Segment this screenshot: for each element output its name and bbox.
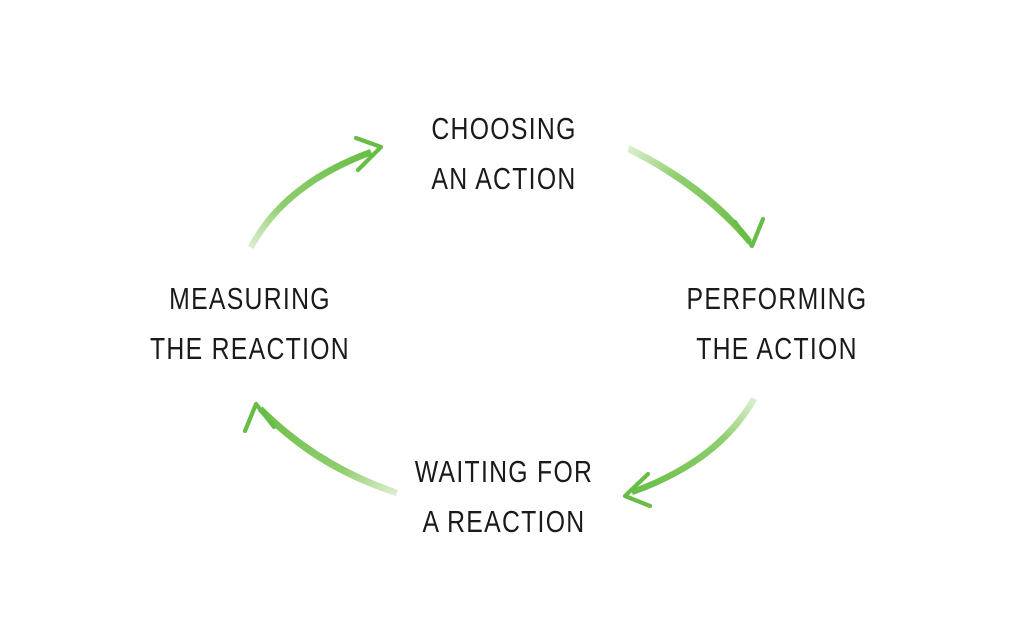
node-label-choosing: CHOOSING AN ACTION	[344, 104, 664, 204]
node-label-performing-line1: PERFORMING	[686, 281, 868, 316]
node-label-waiting-line2: A REACTION	[422, 504, 586, 539]
arrow-measuring-to-choosing	[248, 135, 384, 249]
node-label-waiting: WAITING FOR A REACTION	[344, 447, 664, 547]
node-label-choosing-line2: AN ACTION	[431, 161, 577, 196]
node-label-measuring-line1: MEASURING	[169, 281, 331, 316]
arrow-choosing-to-performing	[627, 145, 766, 249]
node-label-choosing-line1: CHOOSING	[431, 111, 577, 146]
arrow-performing-to-waiting	[622, 397, 757, 509]
node-label-measuring: MEASURING THE REACTION	[90, 274, 410, 374]
node-label-measuring-line2: THE REACTION	[150, 331, 350, 366]
node-label-performing-line2: THE ACTION	[696, 331, 858, 366]
node-label-performing: PERFORMING THE ACTION	[617, 274, 937, 374]
arrow-waiting-to-measuring	[242, 401, 398, 496]
node-label-waiting-line1: WAITING FOR	[414, 454, 594, 489]
